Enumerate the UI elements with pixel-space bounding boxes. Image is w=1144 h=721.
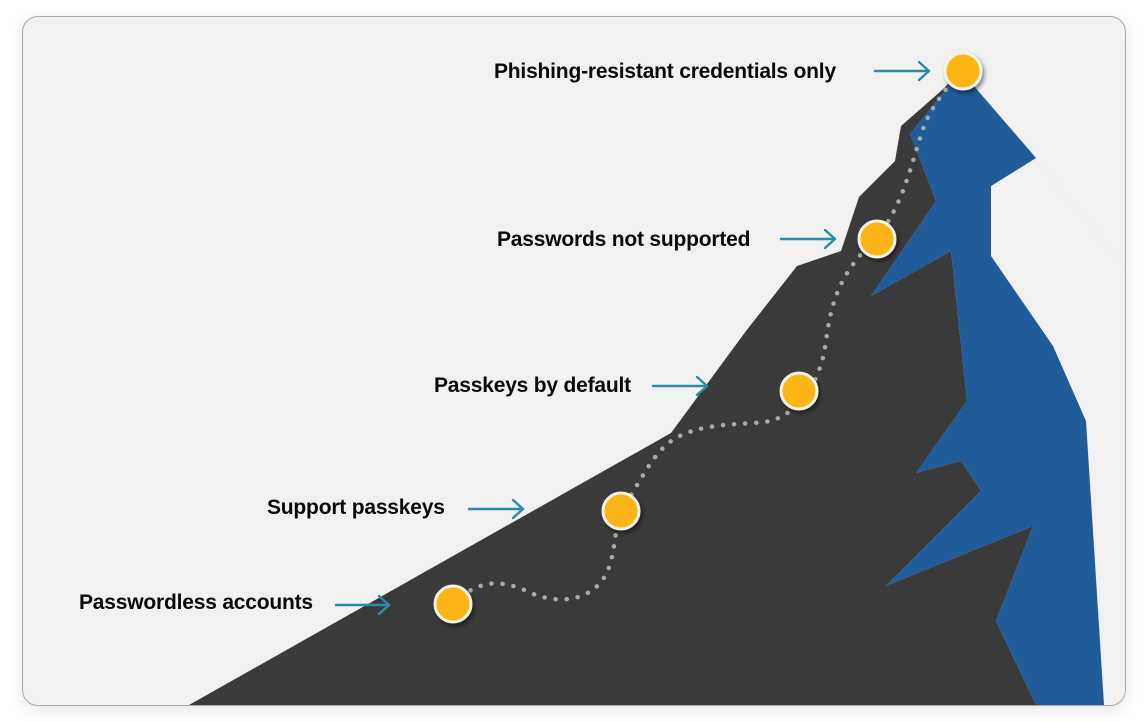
milestone-label-2: Support passkeys <box>267 496 445 519</box>
arrow-icon <box>873 60 931 82</box>
arrow-icon <box>467 498 525 520</box>
mountain-body <box>189 71 1036 705</box>
diagram-card: Passwordless accounts Support passkeys P… <box>22 16 1126 706</box>
milestone-dot-4 <box>857 219 897 259</box>
arrow-icon <box>779 228 837 250</box>
milestone-label-4: Passwords not supported <box>497 228 751 251</box>
mountain-snow-face <box>961 71 1125 705</box>
milestone-dot-3 <box>779 371 819 411</box>
milestone-dot-1 <box>433 584 473 624</box>
milestone-dot-2 <box>601 491 641 531</box>
milestone-dot-5 <box>943 51 983 91</box>
arrow-icon <box>651 375 709 397</box>
mountain-scene <box>189 51 1125 705</box>
trail-path <box>450 68 966 607</box>
milestone-label-1: Passwordless accounts <box>79 591 313 614</box>
mountain-shaded-face <box>871 71 1104 705</box>
arrow-icon <box>334 594 391 616</box>
milestone-label-3: Passkeys by default <box>434 374 631 397</box>
milestone-label-5: Phishing-resistant credentials only <box>494 60 836 83</box>
